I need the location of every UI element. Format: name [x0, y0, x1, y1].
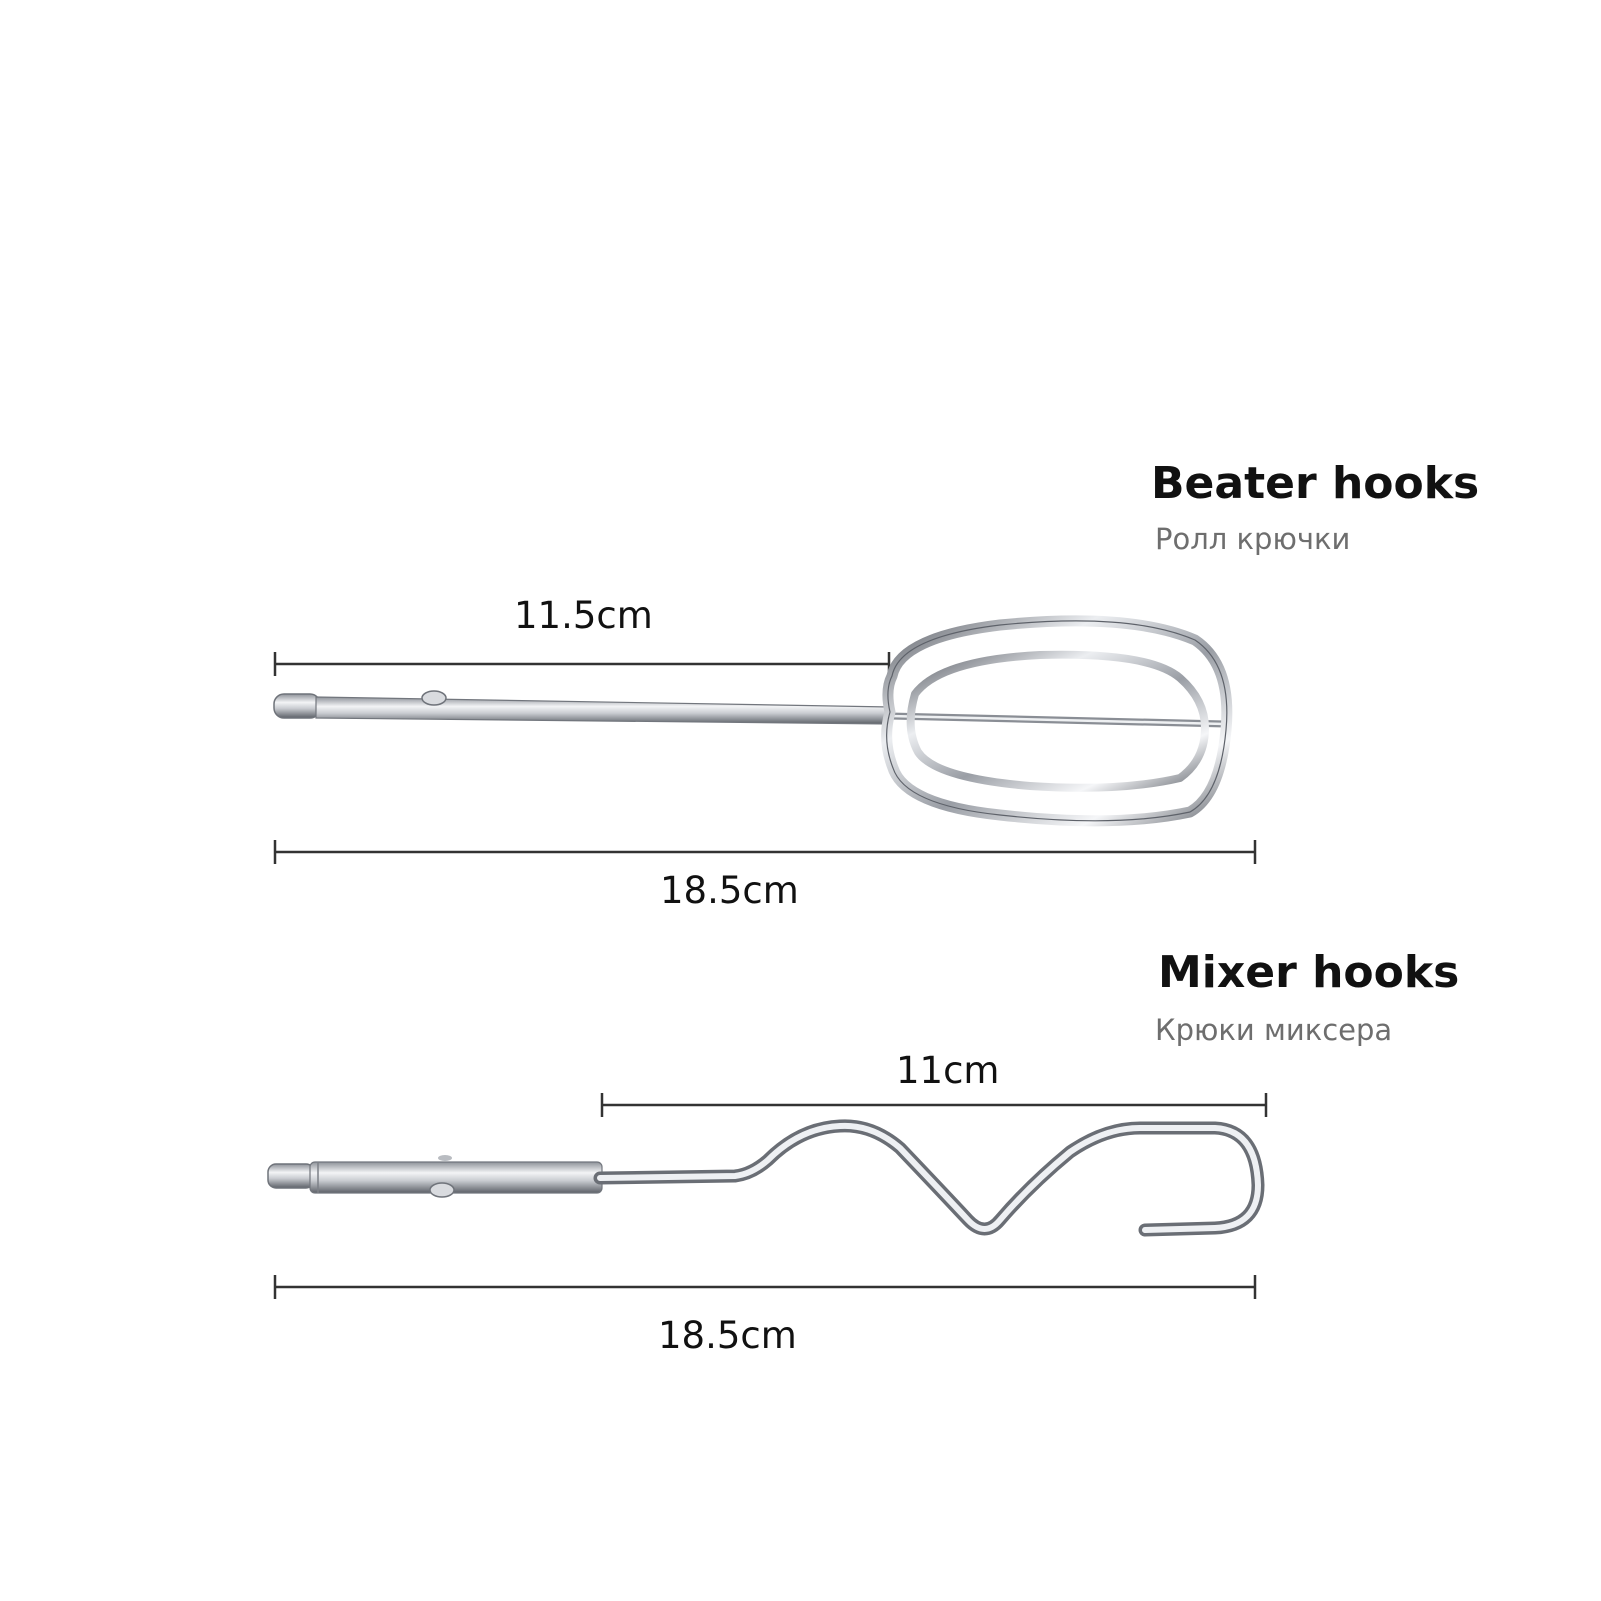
beater-shaft-tip — [273, 693, 321, 719]
beater-head-dimension-line — [273, 652, 891, 676]
mixer-hook-illustration — [267, 1119, 1265, 1237]
mixer-hook-length-label: 11cm — [896, 1049, 1000, 1092]
mixer-total-length-label: 18.5cm — [658, 1314, 797, 1357]
mixer-shaft-tip — [267, 1163, 315, 1189]
beater-head-length-label: 11.5cm — [514, 594, 653, 637]
mixer-shaft — [309, 1161, 603, 1194]
mixer-total-dimension-line — [273, 1275, 1257, 1299]
beater-band-inner — [906, 650, 1209, 792]
mixer-hook-dimension-line — [600, 1093, 1268, 1117]
beater-title: Beater hooks — [1151, 458, 1480, 509]
beater-shaft-notch — [421, 690, 447, 706]
mixer-shaft-notch — [429, 1182, 455, 1198]
beater-hook-illustration — [273, 615, 1233, 827]
beater-total-dimension-line — [273, 840, 1257, 864]
mixer-subtitle: Крюки миксера — [1155, 1013, 1393, 1047]
beater-total-length-label: 18.5cm — [660, 869, 799, 912]
mixer-title: Mixer hooks — [1158, 947, 1460, 998]
beater-subtitle: Ролл крючки — [1155, 522, 1351, 556]
beater-shaft — [315, 696, 891, 725]
